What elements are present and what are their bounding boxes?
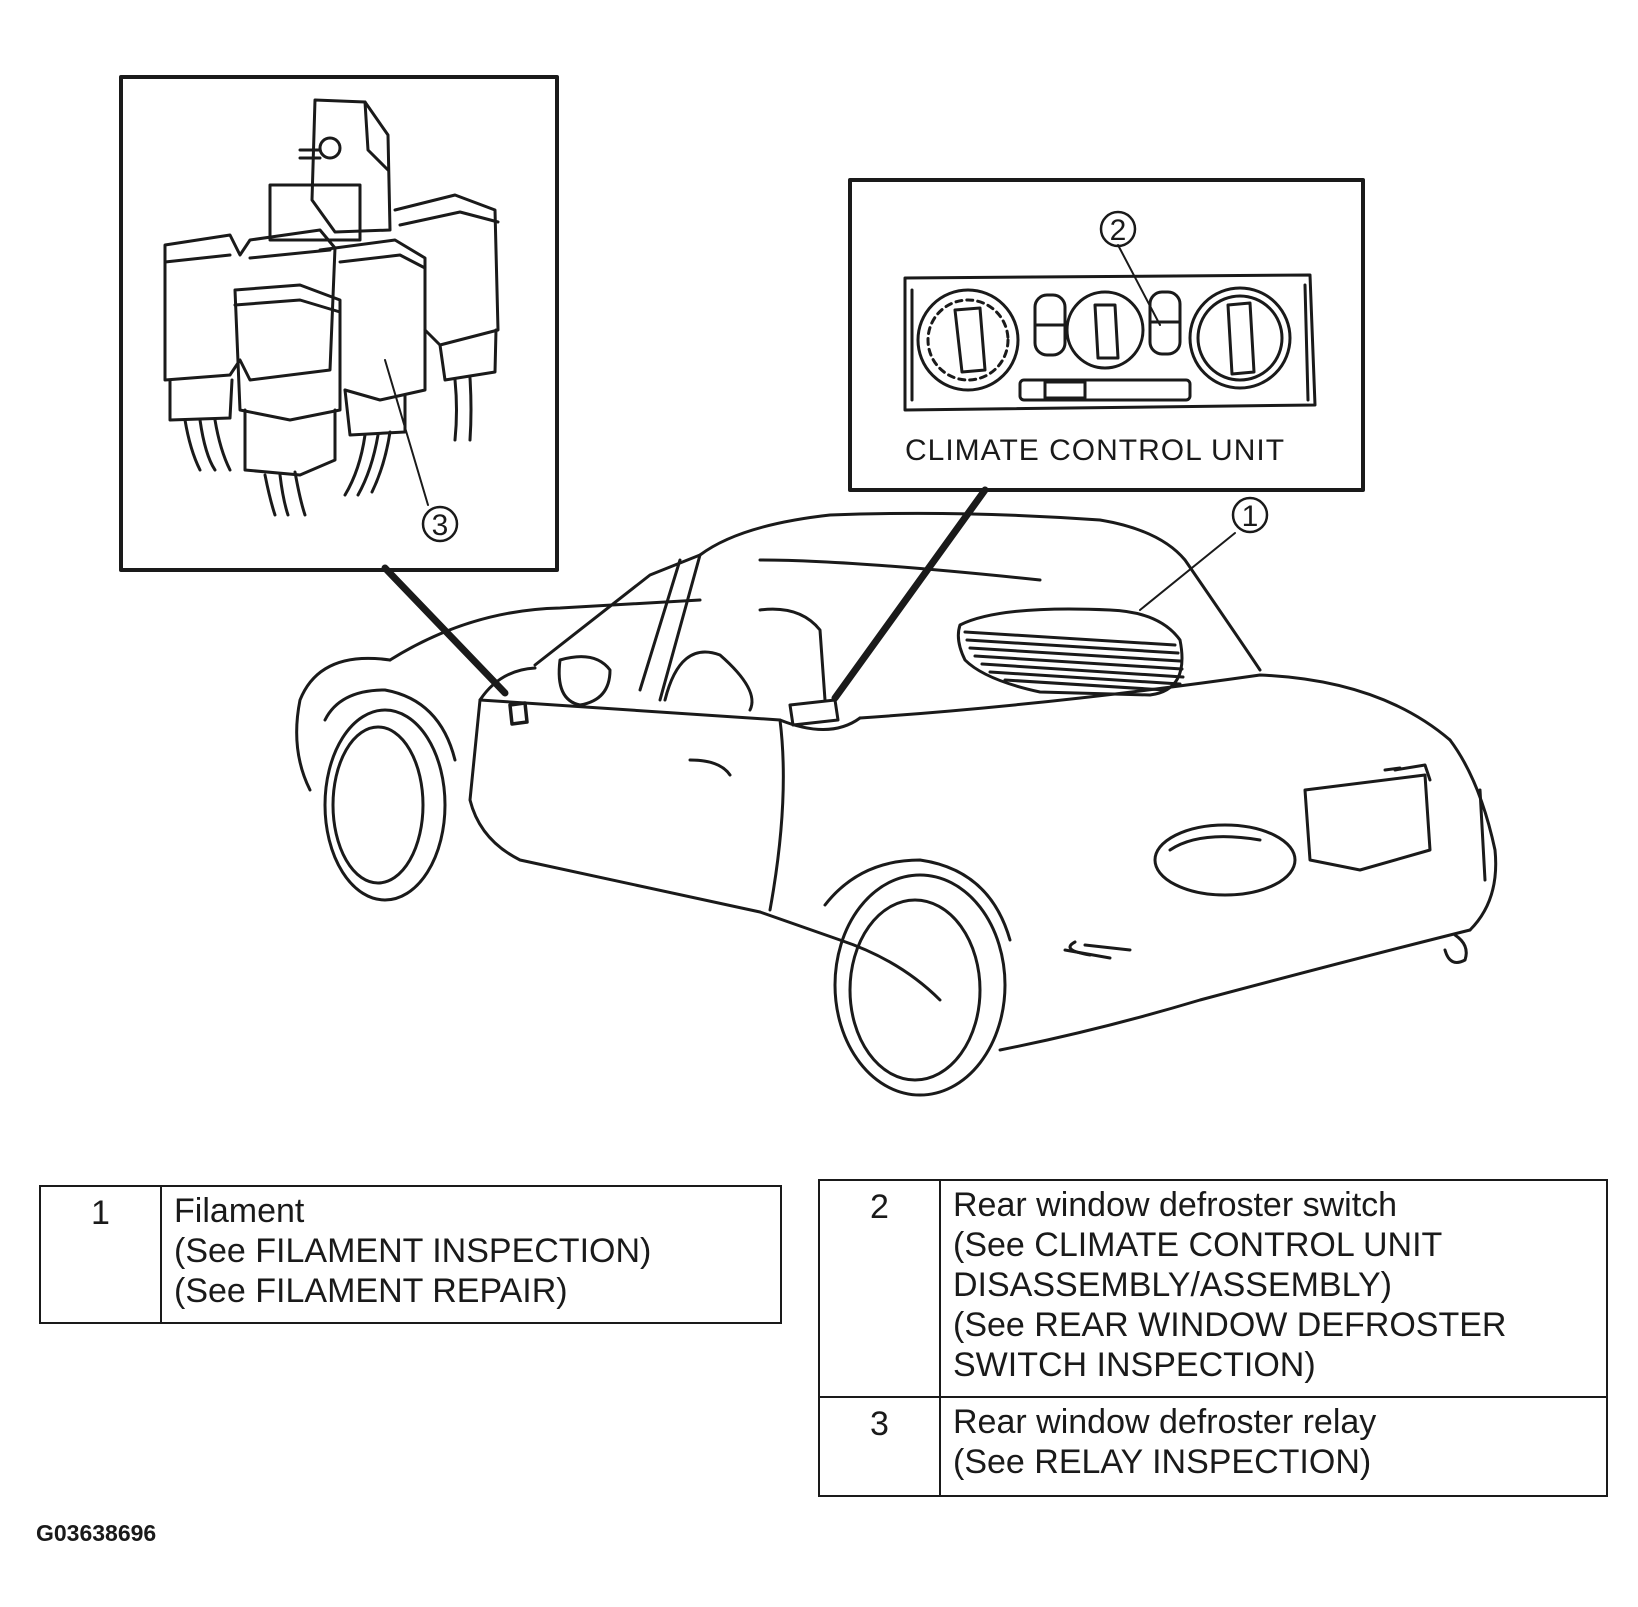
callout-2: 2 <box>1110 214 1127 247</box>
item-description: Rear window defroster relay (See RELAY I… <box>939 1396 1608 1497</box>
climate-inset <box>848 178 1365 492</box>
table-row: 3 Rear window defroster relay (See RELAY… <box>818 1396 1608 1497</box>
description-line: (See RELAY INSPECTION) <box>953 1443 1372 1481</box>
description-line: (See CLIMATE CONTROL UNIT <box>953 1226 1443 1264</box>
description-line: (See FILAMENT REPAIR) <box>174 1272 568 1310</box>
car-illustration <box>295 496 1498 1097</box>
item-description: Filament (See FILAMENT INSPECTION) (See … <box>160 1185 782 1324</box>
callout-3: 3 <box>432 509 449 542</box>
callout-1: 1 <box>1242 500 1259 533</box>
relay-inset <box>119 75 559 572</box>
item-description: Rear window defroster switch (See CLIMAT… <box>939 1179 1608 1398</box>
description-line: Rear window defroster switch <box>953 1186 1398 1224</box>
table-row: 1 Filament (See FILAMENT INSPECTION) (Se… <box>39 1185 782 1324</box>
description-line: (See FILAMENT INSPECTION) <box>174 1232 652 1270</box>
climate-control-caption: CLIMATE CONTROL UNIT <box>905 434 1286 467</box>
item-number: 2 <box>818 1179 941 1398</box>
legend-table-left: 1 Filament (See FILAMENT INSPECTION) (Se… <box>39 1185 782 1324</box>
description-line: DISASSEMBLY/ASSEMBLY) <box>953 1266 1392 1304</box>
description-line: Filament <box>174 1192 305 1230</box>
item-number: 3 <box>818 1396 941 1497</box>
description-line: (See REAR WINDOW DEFROSTER <box>953 1306 1507 1344</box>
item-number: 1 <box>39 1185 162 1324</box>
description-line: Rear window defroster relay <box>953 1403 1377 1441</box>
description-line: SWITCH INSPECTION) <box>953 1346 1316 1384</box>
legend-table-right: 2 Rear window defroster switch (See CLIM… <box>818 1179 1608 1497</box>
table-row: 2 Rear window defroster switch (See CLIM… <box>818 1179 1608 1398</box>
figure-id: G03638696 <box>36 1520 157 1546</box>
